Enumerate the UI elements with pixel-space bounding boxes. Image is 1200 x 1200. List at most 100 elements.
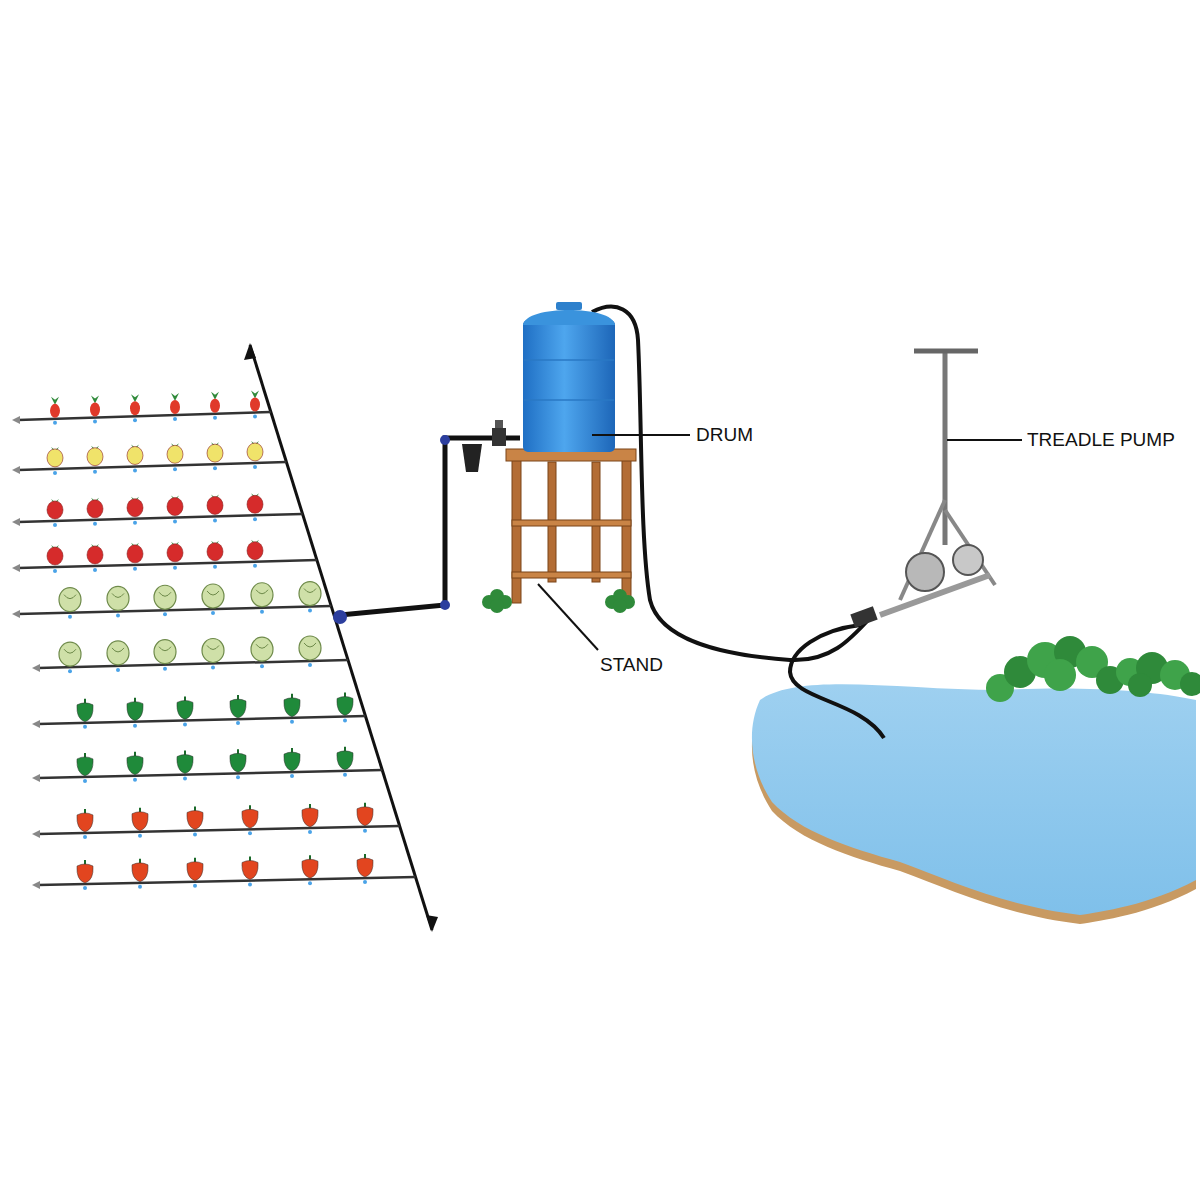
dripper: [363, 880, 367, 884]
dripper: [213, 416, 217, 420]
cabbage: [154, 585, 176, 609]
crop-plant: [167, 496, 183, 524]
dripper: [173, 566, 177, 570]
drip-lateral: [32, 803, 400, 839]
fruit: [87, 500, 103, 518]
lateral-end: [32, 830, 40, 838]
cabbage-vein: [159, 592, 171, 596]
pump-cylinder: [906, 553, 944, 591]
dripper: [253, 564, 257, 568]
fruit: [167, 544, 183, 562]
valve: [492, 428, 506, 446]
dripper: [211, 611, 215, 615]
crop-plant: [132, 808, 148, 838]
crop-plant: [127, 543, 143, 571]
radish: [210, 399, 220, 413]
manifold-pipe: [250, 345, 432, 930]
dripper: [236, 775, 240, 779]
fruit: [127, 499, 143, 517]
dripper: [133, 567, 137, 571]
dripper: [173, 467, 177, 471]
bush: [1128, 673, 1152, 697]
dripper: [213, 466, 217, 470]
valve-handle: [495, 420, 503, 428]
crop-plant: [127, 752, 143, 782]
stand-crossbar: [512, 572, 631, 578]
crop-plant: [50, 397, 60, 425]
suction-hose: [790, 625, 884, 738]
pepper: [302, 808, 318, 827]
cabbage-vein: [304, 643, 316, 647]
cabbage: [251, 637, 273, 661]
drip-lateral: [32, 747, 382, 783]
radish: [170, 400, 180, 414]
stand-leg: [622, 455, 631, 603]
crop-plant: [210, 392, 220, 420]
crop-plant: [250, 391, 260, 419]
dripper: [116, 668, 120, 672]
feed-pipe: [340, 420, 520, 615]
crop-plant: [170, 393, 180, 421]
pond: [752, 684, 1196, 924]
pepper: [77, 813, 93, 832]
fruit: [47, 501, 63, 519]
pepper: [242, 809, 258, 828]
pump-frame: [900, 500, 945, 600]
radish: [50, 404, 60, 418]
crop-plant: [107, 586, 129, 617]
crop-plant: [207, 494, 223, 522]
cabbage: [251, 583, 273, 607]
leaf: [51, 397, 59, 405]
crop-plant: [337, 747, 353, 777]
pepper: [177, 755, 193, 774]
fruit: [247, 495, 263, 513]
crop-plant: [299, 636, 321, 667]
pepper: [177, 700, 193, 719]
crop-plant: [47, 447, 63, 475]
dripper: [248, 831, 252, 835]
pepper: [77, 864, 93, 883]
dripper: [93, 568, 97, 572]
dripper: [83, 725, 87, 729]
dripper: [53, 523, 57, 527]
crop-plant: [59, 588, 81, 619]
crop-plant: [357, 854, 373, 884]
cabbage-vein: [64, 595, 76, 599]
lateral-end: [12, 416, 20, 424]
cabbage: [202, 638, 224, 662]
drum-rib: [524, 399, 614, 401]
crop-plant: [77, 809, 93, 839]
lateral-end: [32, 720, 40, 728]
cabbage-vein: [112, 648, 124, 652]
pipe-joint: [440, 600, 450, 610]
bush: [1180, 672, 1200, 696]
fruit: [167, 445, 183, 463]
dripper: [308, 609, 312, 613]
pepper: [230, 699, 246, 718]
crop-plant: [77, 860, 93, 890]
lateral-end: [12, 518, 20, 526]
crop-plant: [207, 541, 223, 569]
dripper: [138, 885, 142, 889]
crop-plant: [230, 695, 246, 725]
pepper: [132, 812, 148, 831]
lateral-end: [12, 610, 20, 618]
cabbage: [299, 582, 321, 606]
crop-plant: [284, 748, 300, 778]
drip-lateral: [12, 582, 331, 619]
dripper: [173, 417, 177, 421]
drip-lateral: [12, 540, 317, 573]
dripper: [138, 834, 142, 838]
drip-lateral: [32, 692, 365, 728]
drip-lateral: [32, 854, 416, 890]
fruit: [47, 547, 63, 565]
dripper: [343, 773, 347, 777]
crop-plant: [242, 805, 258, 835]
cabbage: [59, 642, 81, 666]
crop-plant: [247, 441, 263, 469]
pond-water: [752, 684, 1196, 915]
dripper: [211, 665, 215, 669]
pipe-end: [244, 343, 256, 360]
hoses: [592, 307, 884, 738]
